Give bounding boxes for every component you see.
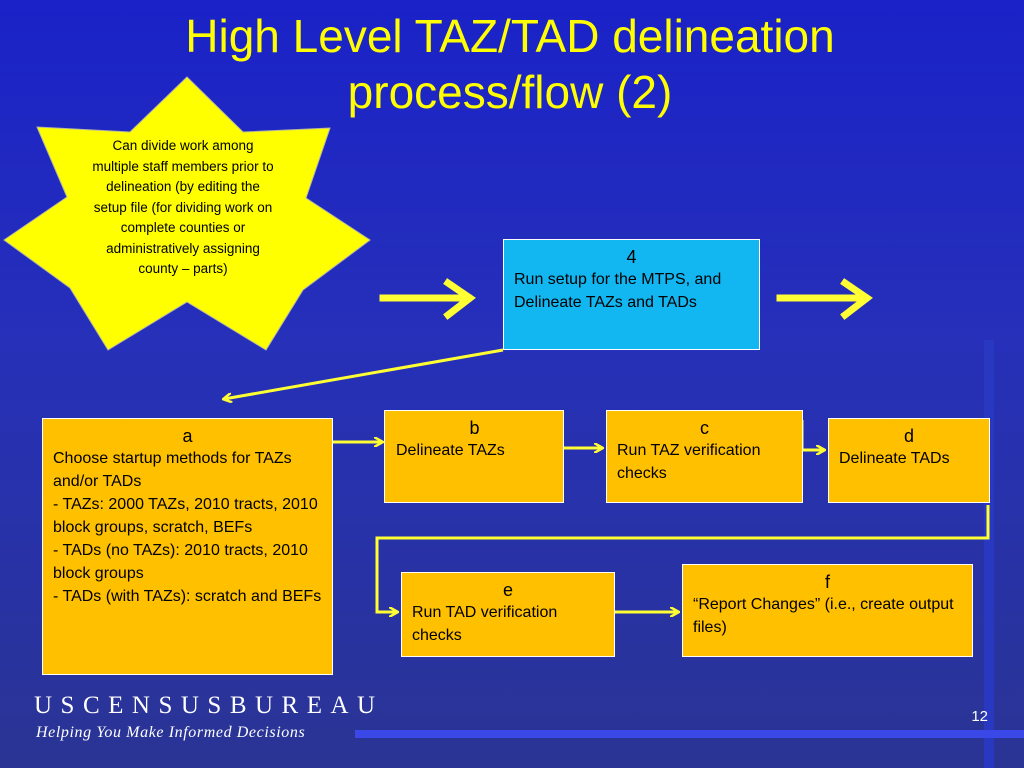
- step-4-box: 4 Run setup for the MTPS, and Delineate …: [503, 239, 760, 350]
- step-b-text: Delineate TAZs: [396, 442, 505, 459]
- connector-d-to-e: [375, 505, 990, 612]
- step-c-box: c Run TAZ verification checks: [606, 410, 803, 503]
- step-a-text: Choose startup methods for TAZs and/or T…: [53, 450, 322, 605]
- step-4-text: Run setup for the MTPS, and Delineate TA…: [514, 271, 722, 311]
- step-f-text: “Report Changes” (i.e., create output fi…: [693, 596, 954, 636]
- step-a-label: a: [182, 426, 193, 446]
- footer-rule: [355, 730, 1024, 738]
- step-c-label: c: [700, 418, 709, 438]
- step-e-box: e Run TAD verification checks: [401, 572, 615, 657]
- step-e-text: Run TAD verification checks: [412, 604, 558, 644]
- slide-title-line2: process/flow (2): [347, 66, 673, 118]
- step-d-label: d: [903, 426, 914, 446]
- step-a-box: a Choose startup methods for TAZs and/or…: [42, 418, 333, 675]
- step-b-box: b Delineate TAZs: [384, 410, 564, 503]
- slide-title-line1: High Level TAZ/TAD delineation: [185, 10, 835, 62]
- step-e-label: e: [502, 580, 513, 600]
- step-d-box: d Delineate TADs: [828, 418, 990, 503]
- star-note-text: Can divide work among multiple staff mem…: [92, 138, 274, 276]
- census-bureau-wordmark: USCENSUSBUREAU: [34, 692, 384, 719]
- star-shape: [3, 76, 371, 351]
- right-decorative-bar: [984, 340, 994, 768]
- step-c-text: Run TAZ verification checks: [617, 442, 761, 482]
- step-d-text: Delineate TADs: [839, 450, 950, 467]
- census-bureau-tagline: Helping You Make Informed Decisions: [36, 724, 306, 741]
- connector-4-to-a: [224, 348, 504, 399]
- big-arrow-right: [776, 278, 873, 320]
- connector-c-to-d: [800, 420, 824, 450]
- step-f-label: f: [824, 572, 830, 592]
- big-arrow-left: [379, 278, 476, 320]
- page-number: 12: [971, 708, 988, 725]
- step-f-box: f “Report Changes” (i.e., create output …: [682, 564, 973, 657]
- step-b-label: b: [469, 418, 480, 438]
- step-4-label: 4: [626, 247, 637, 267]
- slide-title: High Level TAZ/TAD delineation process/f…: [90, 8, 930, 120]
